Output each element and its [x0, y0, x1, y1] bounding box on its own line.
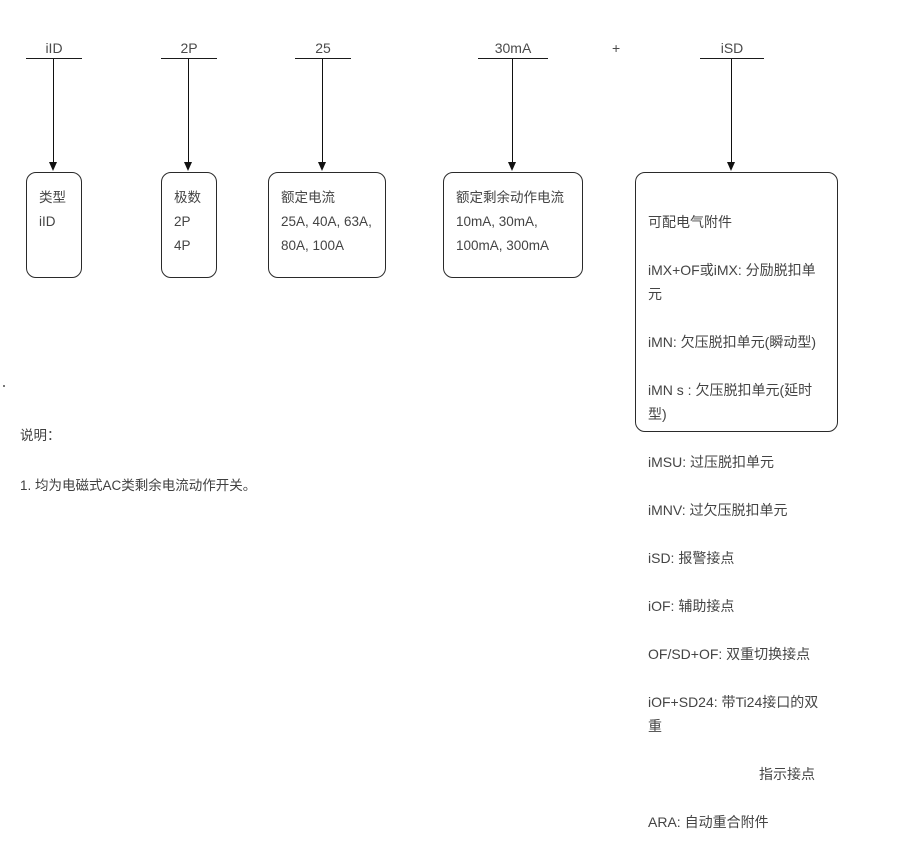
accessory-item: iOF: 辅助接点: [648, 598, 735, 614]
segment-rule-current: [295, 58, 351, 59]
box-current-text: 额定电流 25A, 40A, 63A, 80A, 100A: [281, 186, 377, 258]
segment-label-accessory: iSD: [700, 40, 764, 56]
arrow-type: [49, 59, 57, 171]
box-poles-values: 2P 4P: [174, 214, 191, 253]
accessory-item: iMNV: 过欠压脱扣单元: [648, 502, 788, 518]
box-accessories-text: 可配电气附件 iMX+OF或iMX: 分励脱扣单元 iMN: 欠压脱扣单元(瞬动…: [648, 186, 829, 858]
accessory-item: iMN: 欠压脱扣单元(瞬动型): [648, 334, 816, 350]
segment-code-accessory: iSD: [720, 40, 744, 56]
box-type-values: iID: [39, 214, 56, 229]
box-accessories: 可配电气附件 iMX+OF或iMX: 分励脱扣单元 iMN: 欠压脱扣单元(瞬动…: [635, 172, 838, 830]
box-residual-values: 10mA, 30mA, 100mA, 300mA: [456, 214, 550, 253]
segment-rule-poles: [161, 58, 217, 59]
segment-label-residual: 30mA: [478, 40, 548, 56]
box-poles-title: 极数: [174, 190, 201, 205]
accessory-item: iOF+SD24: 带Ti24接口的双重: [648, 694, 819, 734]
arrow-accessory: [727, 59, 735, 171]
notes-line-1: 1. 均为电磁式AC类剩余电流动作开关。: [20, 478, 257, 493]
box-residual-title: 额定剩余动作电流: [456, 190, 564, 205]
plus-separator: +: [612, 40, 621, 56]
box-poles: 极数 2P 4P: [161, 172, 217, 278]
accessory-item: iMN s : 欠压脱扣单元(延时型): [648, 382, 813, 422]
segment-rule-accessory: [700, 58, 764, 59]
segment-code-residual: 30mA: [494, 40, 532, 56]
box-poles-text: 极数 2P 4P: [174, 186, 208, 258]
segment-label-poles: 2P: [161, 40, 217, 56]
segment-rule-residual: [478, 58, 548, 59]
accessories-heading: 可配电气附件: [648, 214, 732, 230]
segment-code-type: iID: [45, 40, 63, 56]
segment-code-poles: 2P: [180, 40, 198, 56]
box-current-values: 25A, 40A, 63A, 80A, 100A: [281, 214, 372, 253]
stray-mark: [3, 385, 5, 387]
accessory-item-continuation: 指示接点: [759, 766, 815, 782]
box-current: 额定电流 25A, 40A, 63A, 80A, 100A: [268, 172, 386, 278]
box-type-text: 类型 iID: [39, 186, 73, 234]
accessory-item: OF/SD+OF: 双重切换接点: [648, 646, 811, 662]
box-residual-text: 额定剩余动作电流 10mA, 30mA, 100mA, 300mA: [456, 186, 574, 258]
notes-block: 说明： 1. 均为电磁式AC类剩余电流动作开关。: [20, 398, 256, 523]
box-residual: 额定剩余动作电流 10mA, 30mA, 100mA, 300mA: [443, 172, 583, 278]
segment-label-type: iID: [26, 40, 82, 56]
notes-heading: 说明：: [20, 428, 61, 443]
box-current-title: 额定电流: [281, 190, 335, 205]
box-type-title: 类型: [39, 190, 66, 205]
accessory-item: ARA: 自动重合附件: [648, 814, 769, 830]
segment-rule-type: [26, 58, 82, 59]
segment-label-current: 25: [295, 40, 351, 56]
arrow-poles: [184, 59, 192, 171]
accessory-item: iMSU: 过压脱扣单元: [648, 454, 774, 470]
arrow-current: [318, 59, 326, 171]
arrow-residual: [508, 59, 516, 171]
accessory-item: iSD: 报警接点: [648, 550, 735, 566]
segment-code-current: 25: [315, 40, 331, 56]
box-type: 类型 iID: [26, 172, 82, 278]
accessory-item: iMX+OF或iMX: 分励脱扣单元: [648, 262, 816, 302]
